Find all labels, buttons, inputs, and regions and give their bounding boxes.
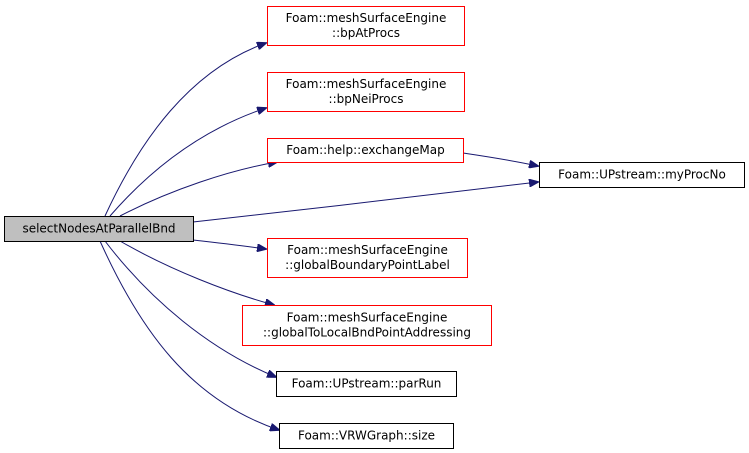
- node-box-parRun: [276, 371, 457, 397]
- edge-exchangeMap-to-myProcNo: [462, 152, 538, 166]
- node-box-root: [4, 216, 194, 242]
- node-parRun[interactable]: Foam::UPstream::parRun: [276, 371, 457, 397]
- node-label-root-line-0: selectNodesAtParallelBnd: [22, 222, 175, 236]
- node-label-globalBoundaryPointLabel-line-0: Foam::meshSurfaceEngine: [287, 243, 448, 257]
- node-box-bpNeiProcs: [267, 72, 465, 112]
- node-label-exchangeMap-line-0: Foam::help::exchangeMap: [286, 143, 445, 157]
- node-box-bpAtProcs: [267, 6, 465, 46]
- edge-root-to-globalToLocalBndPointAddressing: [119, 240, 274, 305]
- node-label-globalToLocalBndPointAddressing-line-0: Foam::meshSurfaceEngine: [287, 311, 448, 325]
- node-box-globalBoundaryPointLabel: [267, 238, 468, 278]
- node-globalToLocalBndPointAddressing[interactable]: Foam::meshSurfaceEngine::globalToLocalBn…: [242, 305, 492, 346]
- node-bpNeiProcs[interactable]: Foam::meshSurfaceEngine::bpNeiProcs: [267, 72, 465, 112]
- node-box-size: [279, 423, 454, 449]
- edge-root-to-bpNeiProcs: [109, 108, 266, 217]
- node-exchangeMap[interactable]: Foam::help::exchangeMap: [267, 138, 464, 163]
- edge-root-to-bpAtProcs: [104, 43, 266, 217]
- node-label-parRun-line-0: Foam::UPstream::parRun: [292, 377, 442, 391]
- node-label-bpAtProcs-line-0: Foam::meshSurfaceEngine: [286, 11, 447, 25]
- node-bpAtProcs[interactable]: Foam::meshSurfaceEngine::bpAtProcs: [267, 6, 465, 46]
- node-label-globalToLocalBndPointAddressing-line-1: ::globalToLocalBndPointAddressing: [263, 326, 471, 340]
- edge-root-to-parRun: [104, 240, 276, 377]
- edge-root-to-exchangeMap: [119, 162, 277, 217]
- node-root[interactable]: selectNodesAtParallelBnd: [4, 216, 194, 242]
- node-label-bpAtProcs-line-1: ::bpAtProcs: [332, 26, 400, 40]
- node-label-myProcNo-line-0: Foam::UPstream::myProcNo: [558, 168, 726, 182]
- edge-root-to-size: [99, 240, 279, 430]
- node-size[interactable]: Foam::VRWGraph::size: [279, 423, 454, 449]
- node-label-bpNeiProcs-line-0: Foam::meshSurfaceEngine: [286, 77, 447, 91]
- node-box-globalToLocalBndPointAddressing: [242, 305, 492, 346]
- node-label-size-line-0: Foam::VRWGraph::size: [298, 429, 435, 443]
- node-box-exchangeMap: [267, 138, 464, 163]
- node-label-bpNeiProcs-line-1: ::bpNeiProcs: [329, 92, 404, 106]
- edge-root-to-myProcNo: [192, 182, 538, 223]
- node-box-myProcNo: [539, 162, 745, 188]
- node-globalBoundaryPointLabel[interactable]: Foam::meshSurfaceEngine::globalBoundaryP…: [267, 238, 468, 278]
- edge-root-to-globalBoundaryPointLabel: [192, 239, 266, 249]
- node-myProcNo[interactable]: Foam::UPstream::myProcNo: [539, 162, 745, 188]
- node-label-globalBoundaryPointLabel-line-1: ::globalBoundaryPointLabel: [285, 258, 450, 272]
- nodes-layer: selectNodesAtParallelBndFoam::meshSurfac…: [4, 6, 745, 449]
- edges-layer: [99, 43, 538, 430]
